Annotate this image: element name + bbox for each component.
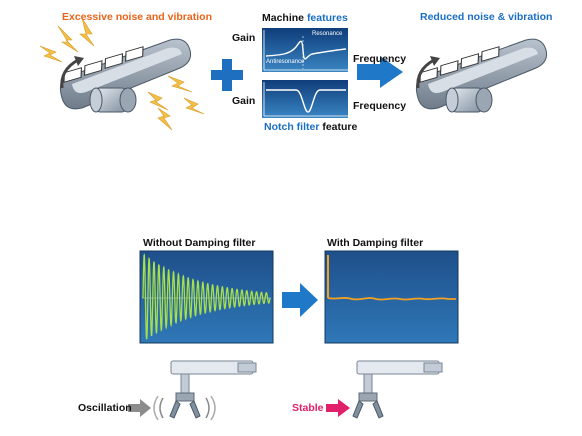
with-damping-title: With Damping filter <box>327 237 424 249</box>
without-damping-panel <box>139 250 274 344</box>
gain-label-machine: Gain <box>232 32 256 44</box>
reduced-noise-caption: Reduced noise & vibration <box>420 11 553 23</box>
oscillation-wave <box>142 253 271 340</box>
notch-filter-graph <box>262 80 348 118</box>
notch-caption-suffix: feature <box>322 121 358 133</box>
vibration-bolt-icons <box>39 17 205 131</box>
conveyor-right <box>415 38 547 113</box>
with-damping-panel <box>324 250 459 344</box>
damping-arrow-icon <box>282 283 318 317</box>
notch-caption-prefix: Notch filter <box>264 121 320 133</box>
machine-features-title: Machine features <box>262 12 348 24</box>
excessive-noise-caption: Excessive noise and vibration <box>62 11 212 23</box>
machine-title-prefix: Machine <box>262 12 305 24</box>
resonance-label: Resonance <box>312 31 343 37</box>
stable-label: Stable <box>292 402 324 414</box>
without-damping-title: Without Damping filter <box>143 237 256 249</box>
conveyor-left <box>59 38 191 113</box>
notch-filter-caption: Notch filter feature <box>264 121 357 133</box>
gain-label-notch: Gain <box>232 95 256 107</box>
stable-line <box>327 296 456 301</box>
frequency-label-machine: Frequency <box>353 53 407 65</box>
robot-arm-left <box>153 360 257 421</box>
antiresonance-label: Antiresonance <box>266 59 305 65</box>
oscillation-label: Oscillation <box>78 402 132 414</box>
robot-arm-right <box>352 360 443 419</box>
frequency-label-notch: Frequency <box>353 100 407 112</box>
machine-title-suffix: features <box>306 12 348 24</box>
stable-arrow-icon <box>326 399 350 417</box>
plus-icon <box>211 59 243 91</box>
